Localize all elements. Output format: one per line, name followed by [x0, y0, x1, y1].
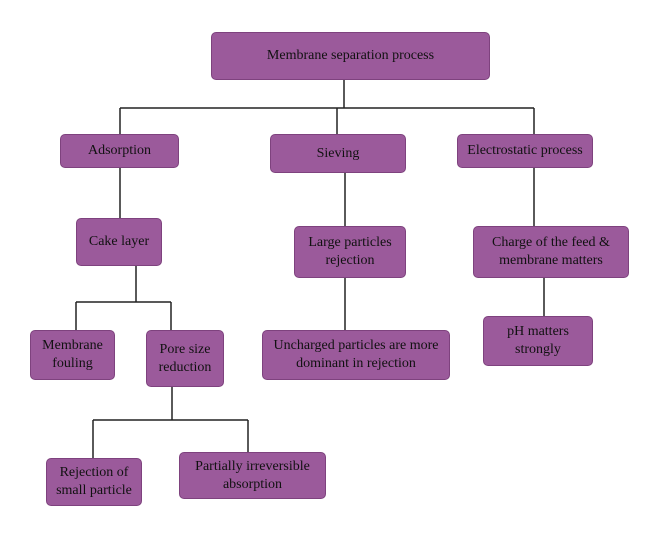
- node-charge-of-feed: Charge of the feed & membrane matters: [473, 226, 629, 278]
- node-uncharged-particles: Uncharged particles are more dominant in…: [262, 330, 450, 380]
- node-electrostatic-process: Electrostatic process: [457, 134, 593, 168]
- node-adsorption: Adsorption: [60, 134, 179, 168]
- node-large-particles-rejection: Large particles rejection: [294, 226, 406, 278]
- node-cake-layer: Cake layer: [76, 218, 162, 266]
- node-ph-matters: pH matters strongly: [483, 316, 593, 366]
- node-membrane-separation-process: Membrane separation process: [211, 32, 490, 80]
- node-membrane-fouling: Membrane fouling: [30, 330, 115, 380]
- node-partially-irreversible-absorption: Partially irreversible absorption: [179, 452, 326, 499]
- node-pore-size-reduction: Pore size reduction: [146, 330, 224, 387]
- node-rejection-of-small-particle: Rejection of small particle: [46, 458, 142, 506]
- node-sieving: Sieving: [270, 134, 406, 173]
